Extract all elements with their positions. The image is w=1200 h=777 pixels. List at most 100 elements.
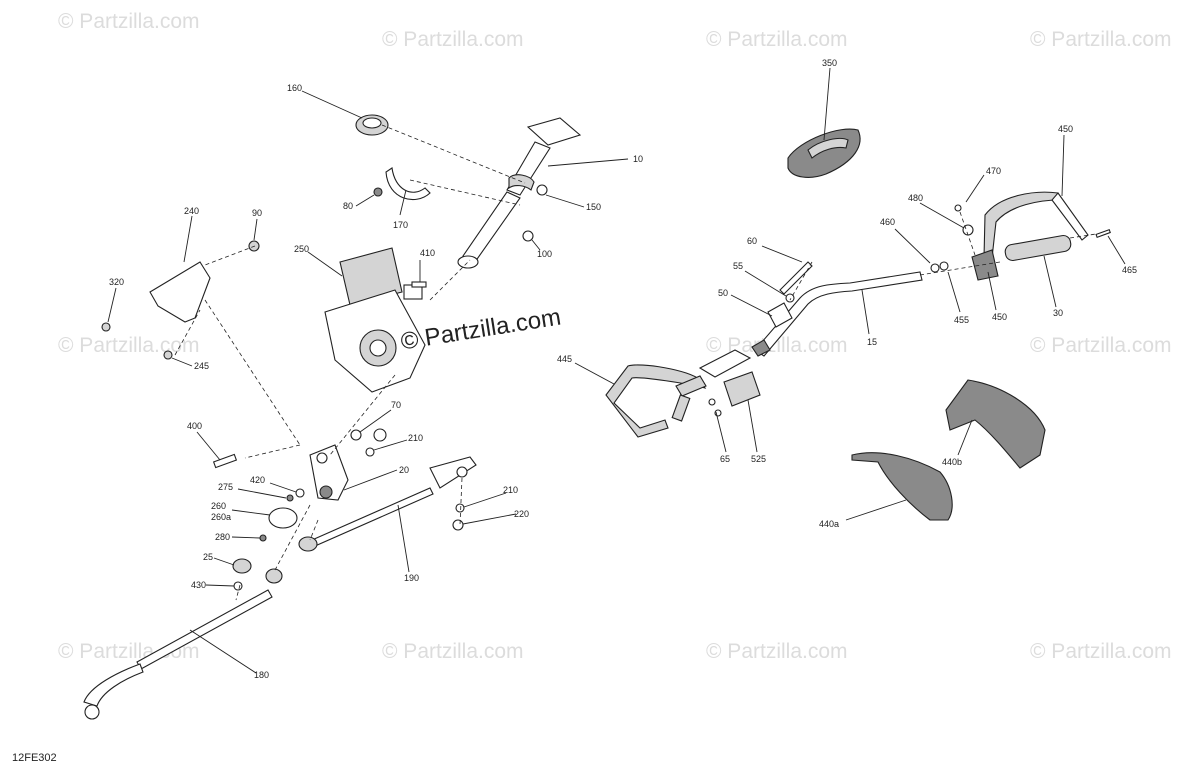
nut-part: [350, 429, 362, 441]
bolt-part: [536, 184, 548, 196]
callout-60: 60: [747, 236, 757, 246]
spacer-part: [939, 261, 949, 271]
callout-260: 260: [211, 501, 226, 511]
callout-410: 410: [420, 248, 435, 258]
callout-440b: 440b: [942, 457, 962, 467]
callout-240: 240: [184, 206, 199, 216]
steering-column: [457, 117, 582, 269]
clamp-part: [767, 302, 793, 328]
callout-470: 470: [986, 166, 1001, 176]
washer-part: [785, 293, 795, 303]
callout-70: 70: [391, 400, 401, 410]
watermark: © Partzilla.com: [1030, 28, 1172, 51]
assembly-lines: [174, 124, 1097, 601]
callout-440a: 440a: [819, 519, 839, 529]
grip-part: [1004, 234, 1072, 262]
bearing-part: [355, 114, 389, 136]
bolt-part: [708, 398, 716, 406]
callout-100: 100: [537, 249, 552, 259]
watermark: © Partzilla.com: [1030, 640, 1172, 663]
nut-part: [452, 519, 464, 531]
handguard-left: [605, 349, 752, 438]
hand-deflector-lower: [851, 452, 953, 521]
callout-445: 445: [557, 354, 572, 364]
nut-part: [373, 428, 387, 442]
callout-350: 350: [822, 58, 837, 68]
callout-25: 25: [203, 552, 213, 562]
watermark: © Partzilla.com: [58, 10, 200, 33]
callout-90: 90: [252, 208, 262, 218]
callout-250: 250: [294, 244, 309, 254]
watermark: © Partzilla.com: [706, 640, 848, 663]
handguard-right: [983, 191, 1089, 259]
callout-455: 455: [954, 315, 969, 325]
callout-465: 465: [1122, 265, 1137, 275]
bracket-part: [149, 261, 211, 323]
callout-220: 220: [514, 509, 529, 519]
callout-260a: 260a: [211, 512, 231, 522]
callout-525: 525: [751, 454, 766, 464]
bolt-part: [411, 281, 427, 288]
nut-part: [373, 187, 383, 197]
watermark: © Partzilla.com: [706, 334, 848, 357]
screw-part: [954, 204, 962, 212]
tie-rod-upper: [298, 456, 477, 552]
boot-part: [232, 558, 252, 574]
diagram-id: 12FE302: [12, 752, 57, 764]
callout-180: 180: [254, 670, 269, 680]
nut-part: [522, 230, 534, 242]
callout-65: 65: [720, 454, 730, 464]
callout-20: 20: [399, 465, 409, 475]
callout-280: 280: [215, 532, 230, 542]
callout-170: 170: [393, 220, 408, 230]
watermark: © Partzilla.com: [706, 28, 848, 51]
callout-15: 15: [867, 337, 877, 347]
watermark: © Partzilla.com: [58, 334, 200, 357]
handlebar-pad: [787, 128, 861, 178]
washer-part: [295, 488, 305, 498]
callout-10: 10: [633, 154, 643, 164]
spacer-part: [930, 263, 940, 273]
hand-deflector-upper: [945, 379, 1046, 469]
callout-480: 480: [908, 193, 923, 203]
clamp-part: [962, 224, 974, 236]
callout-190: 190: [404, 573, 419, 583]
callout-80: 80: [343, 201, 353, 211]
nut-part: [163, 350, 173, 360]
callout-50: 50: [718, 288, 728, 298]
watermark: © Partzilla.com: [382, 28, 524, 51]
riser-part: [723, 371, 761, 407]
bolt-part: [259, 534, 267, 542]
clamp-part: [385, 167, 431, 201]
washer-part: [455, 503, 465, 513]
watermark: © Partzilla.com: [382, 640, 524, 663]
callout-460: 460: [880, 217, 895, 227]
bolt-part: [286, 494, 294, 502]
washer-part: [365, 447, 375, 457]
screw-part: [1095, 228, 1111, 238]
callout-150: 150: [586, 202, 601, 212]
plate-part: [268, 507, 298, 529]
callout-450-lower: 450: [992, 312, 1007, 322]
end-cap-part: [971, 249, 999, 281]
callout-420: 420: [250, 475, 265, 485]
callout-210-upper: 210: [408, 433, 423, 443]
callout-430: 430: [191, 580, 206, 590]
power-steering-unit: [324, 247, 426, 393]
callout-160: 160: [287, 83, 302, 93]
callout-245: 245: [194, 361, 209, 371]
bolt-part: [101, 322, 111, 332]
bolt-part: [212, 453, 238, 469]
watermark: © Partzilla.com: [58, 640, 200, 663]
watermark: © Partzilla.com: [1030, 334, 1172, 357]
callout-275: 275: [218, 482, 233, 492]
bolt-part: [779, 261, 813, 295]
callout-400: 400: [187, 421, 202, 431]
callout-labels: 160 10 80 170 150 100 240 90 250 410 320…: [109, 58, 1137, 680]
callout-210-lower: 210: [503, 485, 518, 495]
nut-part: [233, 581, 243, 591]
tie-rod-lower: [83, 568, 283, 720]
leader-lines: [107, 67, 1126, 674]
